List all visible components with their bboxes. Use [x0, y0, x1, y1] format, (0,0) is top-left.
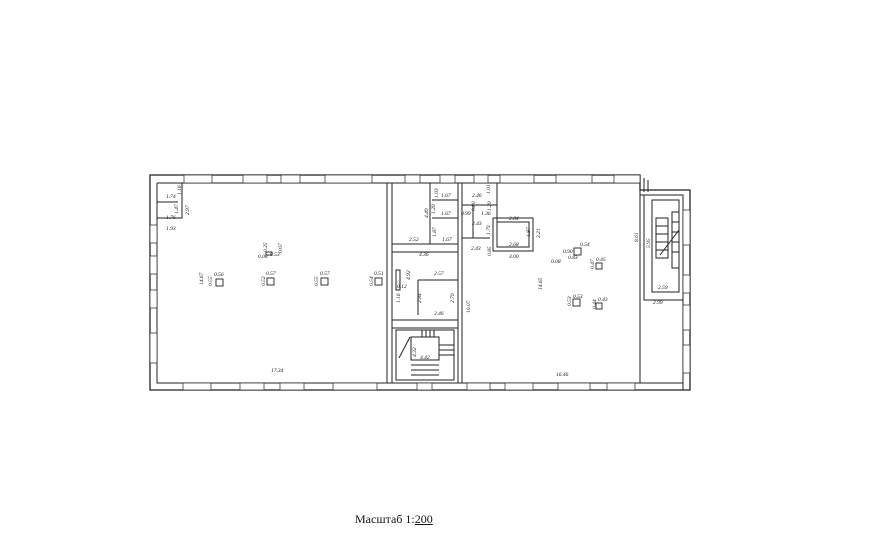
dimension-label: 0.53 [573, 294, 583, 300]
dimension-label: 0.99 [461, 211, 471, 217]
dimension-label: 1.67 [441, 193, 451, 199]
dimension-label: 2.59 [658, 285, 668, 291]
scale-ratio-value: 200 [414, 512, 433, 526]
dimension-label: 1.87 [432, 227, 438, 237]
dimension-label: 1.79 [486, 225, 492, 235]
dimension-label: 2.52 [409, 237, 419, 243]
dimension-label: 0.57 [320, 271, 330, 277]
dimension-label: 0.25 [263, 242, 269, 252]
column [595, 302, 603, 310]
dimension-label: 0.12 [397, 284, 407, 290]
dimension-label: 1.29 [431, 204, 437, 214]
dimension-label: 0.54 [368, 276, 375, 286]
column [374, 277, 383, 286]
dimension-label: 4.32 [411, 347, 418, 357]
dimension-label: 0.08 [258, 254, 268, 260]
dimension-label: 1.93 [166, 226, 176, 232]
dimension-label: 1.76 [166, 215, 176, 221]
dimension-label: 1.16 [396, 293, 402, 303]
dimension-label: 1.74 [166, 193, 176, 200]
dimension-label: 4.42 [420, 354, 430, 361]
staircase-right [655, 211, 680, 269]
dimension-label: 0.90 [563, 249, 573, 255]
dimension-label: 0.07 [278, 243, 284, 253]
dimension-label: 0.54 [580, 241, 590, 248]
dimension-label: 2.68 [509, 242, 519, 248]
column [265, 251, 273, 256]
column [573, 247, 582, 256]
dimensions-right-hall: 2.46 1.01 0.80 1.29 0.99 1.36 2.43 1.79 … [461, 184, 668, 378]
dimension-label: 2.43 [472, 220, 482, 227]
dimension-label: 2.57 [434, 271, 444, 277]
column [572, 298, 581, 307]
dimension-label: 16.46 [556, 371, 569, 378]
columns [215, 247, 603, 310]
column [266, 277, 275, 286]
dimension-label: 0.52 [261, 276, 267, 286]
dimension-label: 1.67 [442, 237, 452, 243]
dimension-label: 5.95 [646, 238, 652, 248]
dimension-label: 2.43 [471, 245, 481, 252]
dimension-label: 0.55 [314, 276, 320, 286]
dimensions-middle: 1.03 1.67 4.49 1.29 1.67 1.87 2.52 1.67 … [396, 188, 456, 361]
dimension-label: 0.47 [589, 259, 596, 269]
dimensions-left-hall: 1.74 1.16 2.97 1.47 1.76 1.93 0.25 0.07 … [166, 185, 384, 374]
dimension-label: 0.44 [591, 299, 598, 309]
dimension-label: 2.21 [536, 228, 542, 238]
dimension-label: 3.00 [508, 254, 519, 260]
interior-walls [157, 182, 534, 384]
dimension-label: 14.65 [537, 277, 544, 290]
dimension-label: 0.55 [208, 276, 214, 286]
dimension-label: 1.87 [526, 227, 532, 237]
dimension-label: 0.83 [568, 255, 578, 261]
dimension-label: 2.97 [185, 205, 191, 215]
dimension-label: 2.84 [509, 215, 519, 222]
scale-label: Масштаб 1:200 [355, 512, 433, 527]
dimension-label: 1.03 [434, 188, 440, 198]
scale-ratio-prefix: 1: [405, 512, 415, 526]
dimension-label: 0.56 [214, 272, 224, 278]
scale-caption: Масштаб [355, 512, 403, 526]
dimension-label: 0.53 [567, 296, 573, 306]
staircase-middle [395, 329, 455, 381]
column [215, 278, 224, 287]
dimension-label: 1.36 [481, 211, 491, 217]
dimension-label: 1.67 [441, 211, 451, 217]
dimension-label: 1.47 [173, 204, 180, 214]
dimension-label: 8.61 [634, 232, 640, 242]
dimension-label: 2.84 [416, 293, 423, 303]
dimension-label: 0.43 [598, 296, 608, 303]
windows [149, 174, 691, 391]
dimension-label: 10.07 [466, 300, 472, 313]
dimension-label: 2.79 [450, 293, 456, 303]
dimension-label: 1.16 [177, 185, 183, 195]
dimension-label: 0.57 [266, 271, 276, 277]
dimension-label: 4.36 [419, 251, 429, 258]
dimension-label: 1.29 [487, 201, 493, 211]
dimension-label: 4.49 [423, 208, 430, 218]
dimension-label: 0.80 [471, 201, 477, 211]
dimension-label: 17.34 [271, 367, 284, 374]
dimension-label: 0.85 [487, 246, 493, 256]
dimension-label: 14.67 [198, 272, 205, 285]
column [320, 277, 329, 286]
dimension-label: 4.92 [405, 270, 412, 280]
column [595, 262, 603, 270]
dimension-label: 0.08 [551, 259, 561, 265]
dimension-label: 0.53 [270, 252, 280, 258]
dimension-label: 2.46 [472, 192, 482, 199]
dimension-label: 2.99 [653, 300, 663, 306]
dimension-label: 2.46 [434, 310, 444, 317]
dimension-label: 0.51 [374, 271, 384, 277]
dimension-label: 0.45 [596, 256, 606, 263]
dimension-label: 1.01 [486, 184, 492, 194]
